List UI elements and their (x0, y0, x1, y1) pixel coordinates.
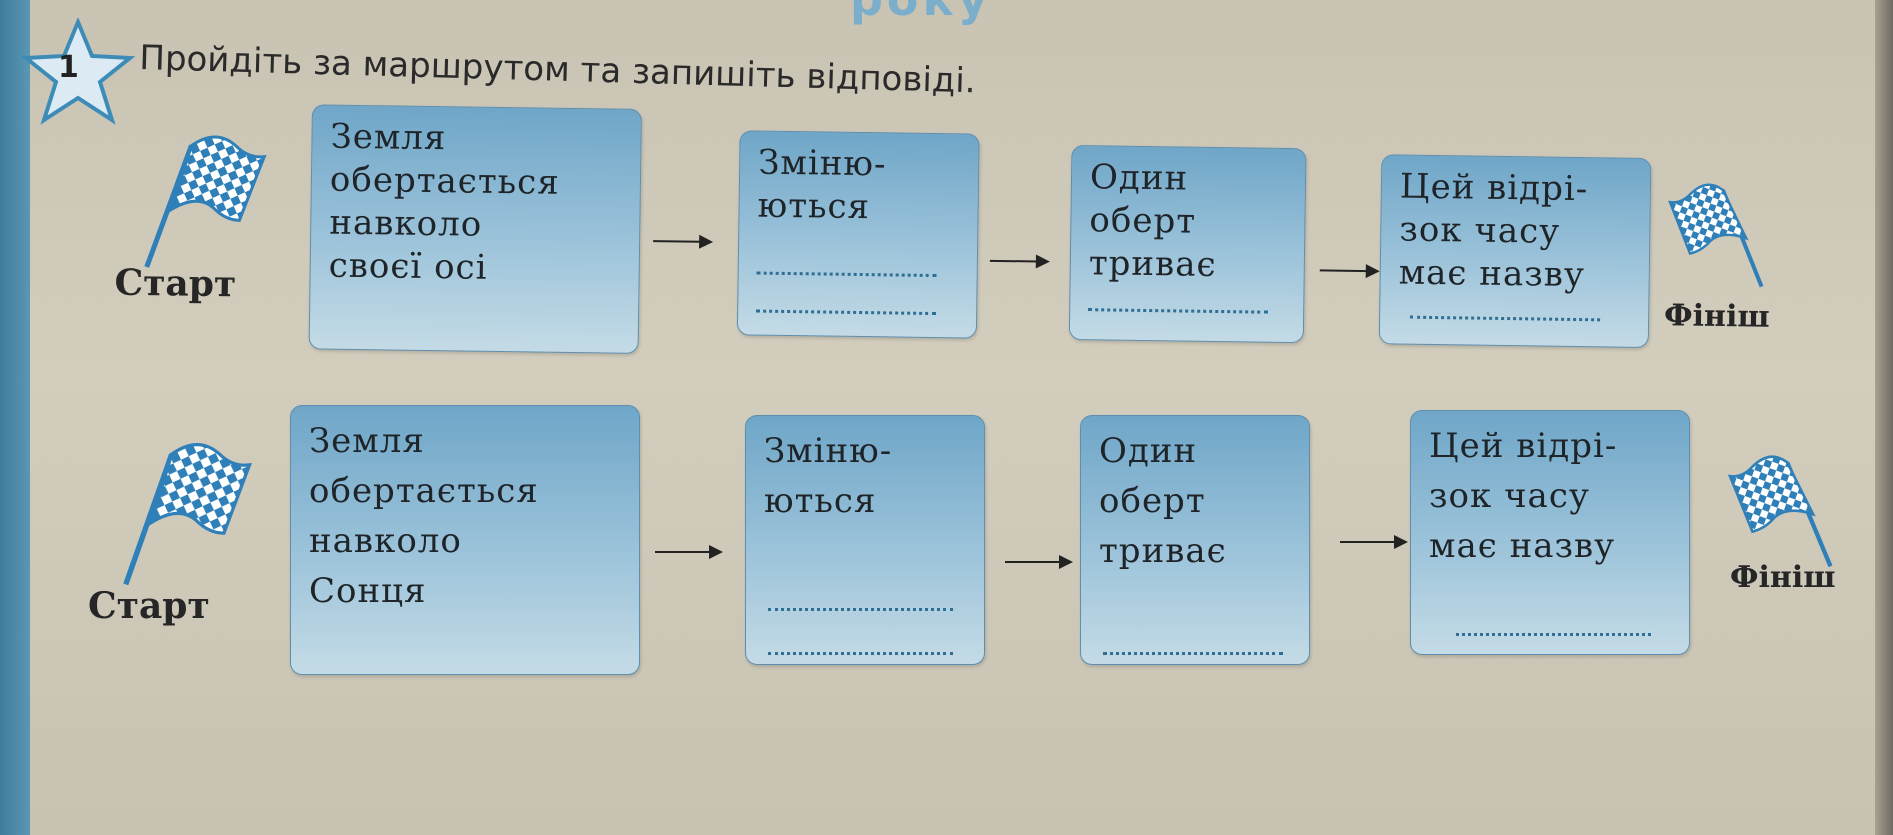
answer-blank[interactable] (768, 652, 953, 655)
answer-blank[interactable] (756, 309, 937, 316)
route-row-1: Старт Земля обертається навколо своєї ос… (0, 95, 1893, 421)
right-arrow-icon (1340, 535, 1410, 549)
card-text-line: ються (764, 481, 877, 521)
answer-card: Один оберт триває (1068, 144, 1307, 344)
answer-blank[interactable] (756, 271, 937, 278)
partial-title: року (850, 0, 992, 26)
checkered-flag-icon (144, 135, 267, 268)
answer-card: Один оберт триває (1080, 415, 1310, 665)
finish-label: Фініш (1730, 560, 1836, 595)
right-arrow-icon (653, 234, 714, 249)
card-text-line: Один (1089, 157, 1189, 199)
right-arrow-icon (989, 254, 1050, 269)
card-text-line: Один (1099, 431, 1198, 471)
fact-card: Земля обертається навколо своєї осі (308, 104, 642, 354)
card-text-line: обертається (329, 159, 560, 203)
card-text-line: Зміню- (757, 142, 887, 185)
answer-blank[interactable] (768, 608, 953, 611)
checkered-flag-icon (1727, 455, 1833, 568)
answer-blank[interactable] (1103, 652, 1283, 655)
card-text-line: має назву (1429, 526, 1616, 566)
checkered-flag-icon (1668, 183, 1764, 288)
checkered-flag-icon (123, 443, 252, 586)
answer-card: Зміню- ються (745, 415, 985, 665)
card-text-line: навколо (309, 521, 462, 561)
card-text-line: оберт (1099, 481, 1206, 521)
card-text-line: Цей відрі- (1429, 426, 1618, 466)
finish-label: Фініш (1663, 298, 1770, 335)
answer-card: Цей відрі- зок часу має назву (1410, 410, 1690, 655)
card-text-line: навколо (329, 202, 483, 245)
instruction-text: Пройдіть за маршрутом та запишіть відпов… (138, 38, 977, 102)
start-label: Старт (114, 261, 237, 306)
card-text-line: своєї осі (328, 245, 488, 288)
card-text-line: Сонця (309, 571, 427, 611)
page-shadow-edge (1875, 0, 1893, 835)
right-arrow-icon (1005, 555, 1075, 569)
answer-blank[interactable] (1410, 315, 1601, 322)
right-arrow-icon (1319, 263, 1380, 279)
card-text-line: ються (757, 185, 871, 228)
card-text-line: зок часу (1429, 476, 1590, 516)
answer-card: Цей відрі- зок часу має назву (1378, 154, 1652, 349)
star-icon (20, 18, 136, 125)
card-text-line: Земля (330, 116, 447, 159)
card-text-line: зок часу (1399, 209, 1561, 252)
route-row-2: Старт Земля обертається навколо Сонця Зм… (0, 395, 1893, 695)
card-text-line: триває (1099, 531, 1227, 571)
card-text-line: Земля (309, 421, 425, 461)
start-label: Старт (88, 585, 210, 627)
fact-card: Земля обертається навколо Сонця (290, 405, 640, 675)
card-text-line: обертається (309, 471, 539, 511)
card-text-line: Цей відрі- (1399, 166, 1589, 210)
page-edge (0, 0, 30, 835)
card-text-line: Зміню- (764, 431, 893, 471)
answer-card: Зміню- ються (736, 130, 980, 339)
answer-blank[interactable] (1456, 633, 1651, 636)
answer-blank[interactable] (1088, 308, 1269, 314)
right-arrow-icon (655, 545, 725, 559)
task-number: 1 (58, 50, 79, 85)
card-text-line: оберт (1089, 200, 1197, 242)
card-text-line: має назву (1398, 252, 1586, 296)
card-text-line: триває (1088, 243, 1217, 285)
